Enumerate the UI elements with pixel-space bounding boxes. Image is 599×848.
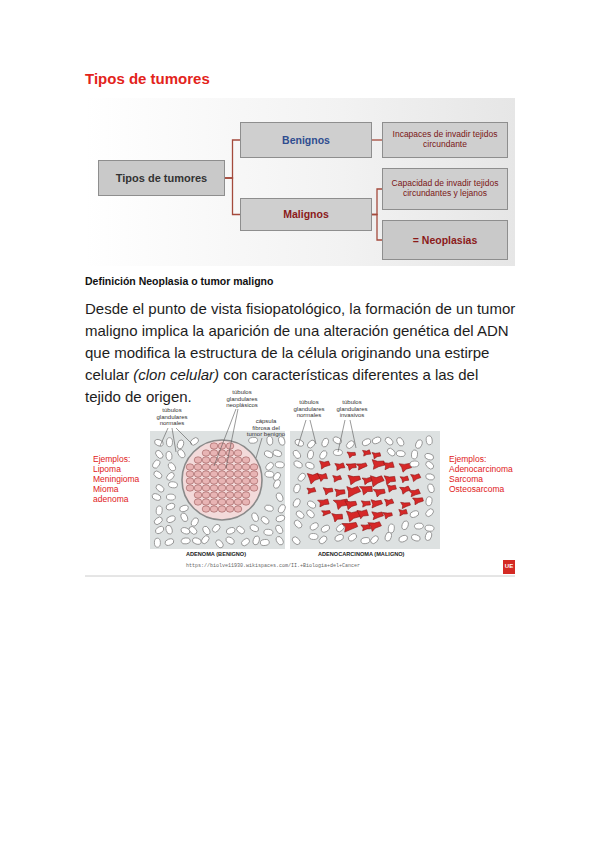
fibrous-capsule — [182, 440, 262, 520]
callout-label: túbulos glandulares neoplásicos — [220, 389, 264, 409]
section-heading: Definición Neoplasia o tumor maligno — [85, 275, 273, 287]
leader-lines — [160, 409, 356, 468]
diagram-ground — [85, 98, 515, 266]
tree-box: = Neoplasias — [382, 220, 508, 260]
callout-label: túbulos glandulares normales — [152, 407, 192, 427]
tree-connector — [225, 178, 240, 215]
source-url: https://biolve11930.wikispaces.com/II.+B… — [186, 563, 360, 569]
malignant-panel — [290, 431, 440, 549]
box-label: Incapaces de invadir tejidos circundante — [388, 130, 502, 150]
callout-label: túbulos glandulares invasivos — [332, 399, 372, 419]
example-item: Ejemplos: — [93, 454, 130, 464]
tree-connector — [372, 189, 382, 215]
example-item: Lipoma — [93, 464, 121, 474]
example-item: Meningioma — [93, 474, 139, 484]
callout-label: cápsula fibrosa del tumor benigno — [246, 418, 286, 438]
image-edge — [85, 576, 515, 577]
tree-box: Incapaces de invadir tejidos circundante — [382, 122, 508, 158]
tree-box: Malignos — [240, 198, 372, 231]
box-label: = Neoplasias — [413, 234, 478, 246]
box-label: Tipos de tumores — [116, 172, 207, 185]
benign-panel — [150, 431, 285, 549]
title: Tipos de tumores — [85, 70, 210, 87]
tree-connector — [225, 140, 240, 178]
box-label: Capacidad de invadir tejidos circundante… — [388, 179, 502, 199]
italic-term: (clon celular) — [133, 366, 219, 383]
example-item: Mioma — [93, 484, 119, 494]
example-item: Osteosarcoma — [449, 484, 504, 494]
example-item: Sarcoma — [449, 474, 483, 484]
invasive-cells — [291, 435, 435, 546]
box-label: Benignos — [282, 134, 330, 146]
tree-connector — [372, 139, 382, 140]
panel-caption: ADENOMA (BENIGNO) — [186, 551, 246, 557]
box-label: Malignos — [283, 208, 329, 220]
example-item: adenoma — [93, 494, 128, 504]
logo-square — [503, 560, 515, 574]
tree-box: Tipos de tumores — [98, 160, 225, 196]
illustration-ground — [85, 388, 515, 576]
tree-box: Capacidad de invadir tejidos circundante… — [382, 168, 508, 210]
example-item: Ejemplos: — [449, 454, 486, 464]
panel-caption: ADENOCARCINOMA (MALIGNO) — [318, 551, 405, 557]
body-paragraph: Desde el punto de vista fisiopatológico,… — [85, 298, 517, 408]
logo-text: UE — [503, 563, 515, 569]
callout-label: túbulos glandulares normales — [292, 399, 326, 419]
tree-box: Benignos — [240, 122, 372, 158]
tree-connector — [372, 215, 382, 241]
neoplastic-cells — [186, 443, 258, 512]
example-item: Adenocarcinoma — [449, 464, 513, 474]
